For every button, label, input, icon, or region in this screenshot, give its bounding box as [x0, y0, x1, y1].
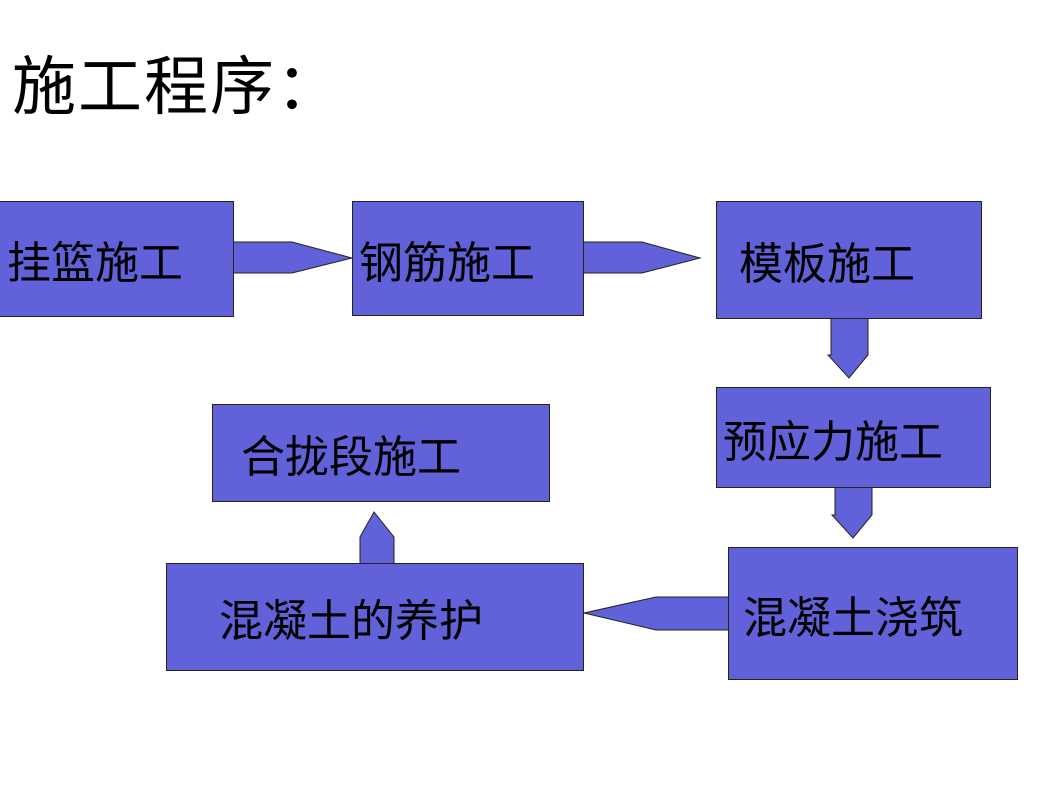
step-box-prestress: 预应力施工 [716, 387, 991, 488]
arrow-formwork-to-prestress [826, 317, 869, 379]
step-label: 预应力施工 [723, 416, 943, 468]
step-box-closure-segment: 合拢段施工 [212, 404, 550, 502]
step-box-formwork: 模板施工 [716, 201, 982, 319]
step-box-rebar: 钢筋施工 [352, 201, 584, 316]
arrow-concrete-pouring-to-curing [583, 596, 730, 631]
arrow-hanging-basket-to-rebar [232, 241, 354, 274]
step-label: 合拢段施工 [241, 432, 461, 483]
step-label: 挂篮施工 [7, 238, 183, 289]
arrow-curing-to-closure [359, 511, 395, 565]
step-box-concrete-curing: 混凝土的养护 [166, 563, 584, 671]
step-label: 混凝土浇筑 [743, 592, 963, 644]
arrow-rebar-to-formwork [582, 241, 702, 274]
step-box-concrete-pouring: 混凝土浇筑 [728, 547, 1018, 680]
arrow-prestress-to-concrete-pouring [830, 486, 873, 539]
step-label: 钢筋施工 [359, 237, 535, 289]
page-title: 施工程序： [12, 51, 342, 125]
step-label: 混凝土的养护 [219, 596, 483, 647]
step-label: 模板施工 [739, 239, 915, 290]
step-box-hanging-basket: 挂篮施工 [0, 201, 234, 317]
